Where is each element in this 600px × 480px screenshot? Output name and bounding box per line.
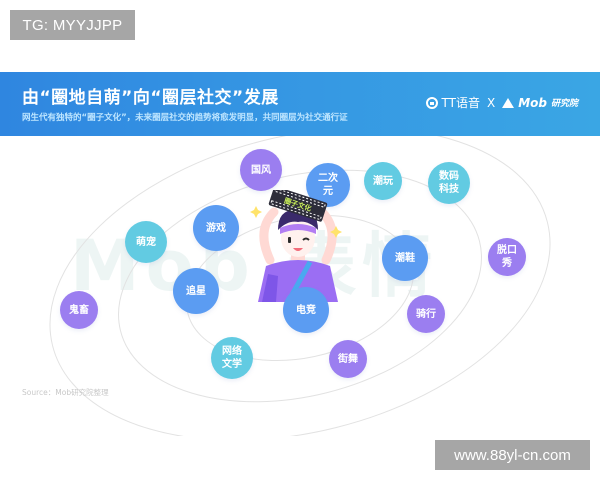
tt-voice-logo-icon bbox=[425, 96, 438, 109]
page-subtitle: 网生代有独特的“圈子文化”，未来圈层社交的趋势将愈发明显，共同圈层为社交通行证 bbox=[22, 113, 348, 123]
circle-node-pets: 萌宠 bbox=[125, 221, 167, 263]
page-title: 由“圈地自萌”向“圈层社交”发展 bbox=[22, 88, 279, 108]
telegram-watermark-badge: TG: MYYJJPP bbox=[10, 10, 135, 40]
circle-node-fandom: 追星 bbox=[173, 268, 219, 314]
circle-node-standup-comedy: 脱口 秀 bbox=[488, 238, 526, 276]
person-holding-film-sign-icon: 圈子文化 bbox=[248, 186, 348, 304]
circle-node-cycling: 骑行 bbox=[407, 295, 445, 333]
circle-node-trendy-toys: 潮玩 bbox=[364, 162, 402, 200]
url-watermark-badge: www.88yl-cn.com bbox=[435, 440, 590, 470]
circle-node-esports: 电竞 bbox=[283, 287, 329, 333]
mob-mountain-logo-icon bbox=[502, 97, 515, 108]
mob-brand-sub-label: 研究院 bbox=[550, 99, 578, 109]
brand-logos: TT语音 X Mob 研究院 bbox=[425, 94, 578, 111]
mob-brand-label: Mob bbox=[518, 95, 547, 110]
tt-brand-label: TT语音 bbox=[441, 96, 480, 110]
circle-node-street-dance: 街舞 bbox=[329, 340, 367, 378]
circle-node-kichiku: 鬼畜 bbox=[60, 291, 98, 329]
circle-node-games: 游戏 bbox=[193, 205, 239, 251]
circle-node-web-literature: 网络 文学 bbox=[211, 337, 253, 379]
circle-culture-diagram: Mob 表情 国风 二次 元 潮玩 数码 科技 萌宠 游戏 潮鞋 脱口 秀 鬼畜… bbox=[0, 136, 600, 436]
header-banner: 由“圈地自萌”向“圈层社交”发展 网生代有独特的“圈子文化”，未来圈层社交的趋势… bbox=[0, 72, 600, 136]
circle-node-guofeng: 国风 bbox=[240, 149, 282, 191]
source-caption: Source：Mob研究院整理 bbox=[22, 388, 109, 397]
brand-separator: X bbox=[486, 95, 496, 110]
circle-node-sneakers: 潮鞋 bbox=[382, 235, 428, 281]
circle-node-digital-tech: 数码 科技 bbox=[428, 162, 470, 204]
